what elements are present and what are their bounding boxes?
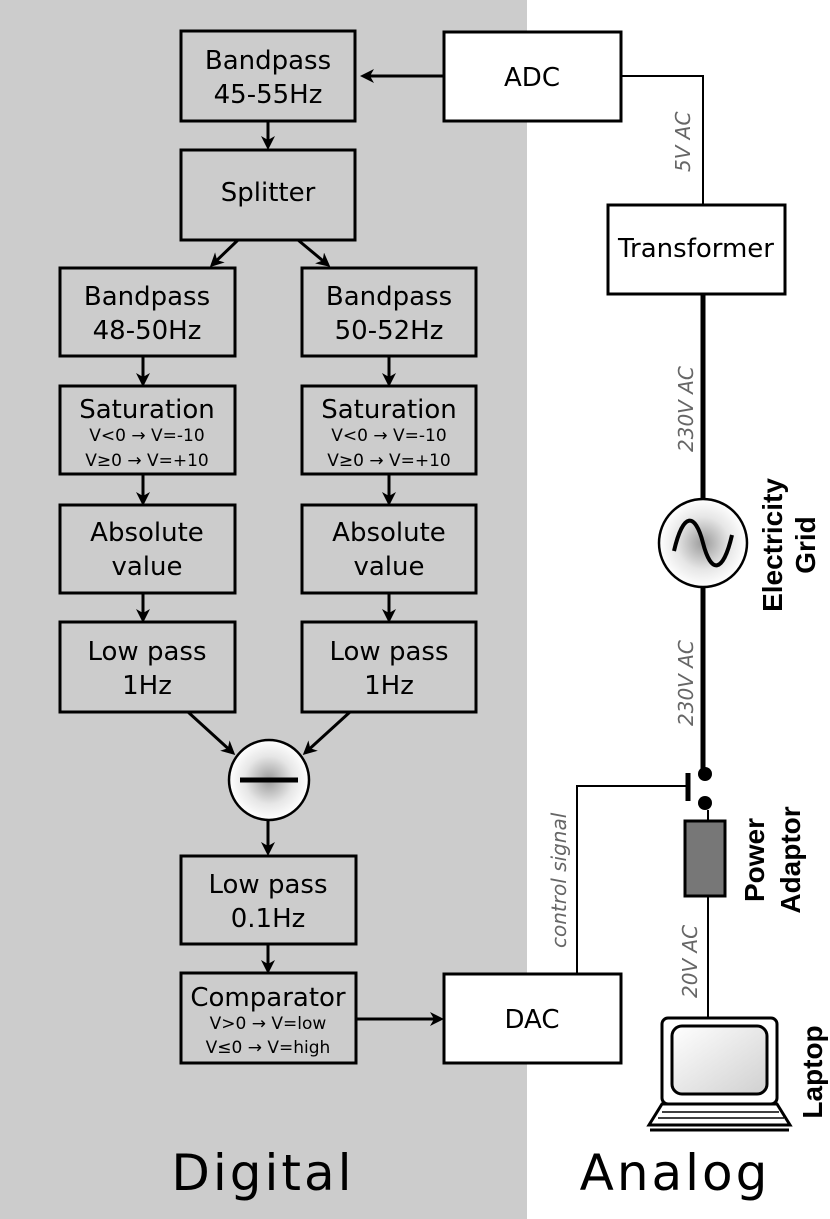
saturation-left-block: Saturation V<0 → V=-10 V≥0 → V=+10: [58, 384, 237, 476]
lowpass-left-line2: 1Hz: [122, 671, 172, 701]
transformer-block: Transformer: [606, 203, 787, 296]
adc-label: ADC: [504, 63, 560, 93]
comparator-rule2: V≤0 → V=high: [206, 1038, 331, 1058]
minus-circle-icon: [227, 738, 311, 822]
digital-arrows: [136, 69, 444, 1026]
saturation-left-title: Saturation: [79, 395, 215, 425]
label-230v-top: 230V AC: [674, 366, 698, 452]
lowpass-right-line2: 1Hz: [364, 671, 414, 701]
label-5v: 5V AC: [671, 112, 695, 172]
bandpass-main-line2: 45-55Hz: [214, 80, 323, 110]
saturation-left-rule1: V<0 → V=-10: [89, 426, 204, 446]
saturation-left-rule2: V≥0 → V=+10: [85, 451, 209, 471]
lowpass-left-line1: Low pass: [88, 637, 207, 667]
label-20v: 20V AC: [678, 925, 702, 998]
section-digital: Digital: [171, 1144, 354, 1202]
lowpass-right-line1: Low pass: [330, 637, 449, 667]
comparator-block: Comparator V>0 → V=low V≤0 → V=high: [179, 971, 358, 1065]
absolute-right-line1: Absolute: [332, 518, 446, 548]
transformer-label: Transformer: [617, 234, 774, 264]
laptop-label: Laptop: [797, 1025, 828, 1118]
comparator-rule1: V>0 → V=low: [210, 1014, 327, 1034]
bandpass-left-block: Bandpass 48-50Hz: [58, 266, 237, 358]
analog-wires: [576, 75, 709, 1018]
absolute-left-line2: value: [111, 552, 182, 582]
splitter-block: Splitter: [179, 148, 357, 242]
adc-block: ADC: [442, 30, 623, 123]
absolute-left-line1: Absolute: [90, 518, 204, 548]
absolute-left-block: Absolute value: [58, 503, 237, 595]
switch-top-terminal: [698, 767, 712, 781]
bandpass-right-line2: 50-52Hz: [335, 316, 444, 346]
bandpass-main-block: Bandpass 45-55Hz: [179, 29, 357, 123]
saturation-right-rule1: V<0 → V=-10: [331, 426, 446, 446]
switch-bottom-terminal: [698, 796, 712, 810]
absolute-right-line2: value: [353, 552, 424, 582]
adaptor-label-line2: Adaptor: [775, 806, 806, 913]
dac-label: DAC: [504, 1005, 559, 1035]
adaptor-label-line1: Power: [739, 818, 770, 902]
grid-label-line2: Grid: [790, 516, 821, 574]
bandpass-left-line2: 48-50Hz: [93, 316, 202, 346]
saturation-right-title: Saturation: [321, 395, 457, 425]
lowpass-final-block: Low pass 0.1Hz: [179, 854, 358, 946]
dac-block: DAC: [442, 972, 623, 1065]
label-control-signal: control signal: [547, 812, 571, 948]
section-analog: Analog: [580, 1144, 771, 1202]
power-adaptor-icon: [683, 819, 727, 898]
laptop-icon: [646, 1016, 793, 1132]
bandpass-right-line1: Bandpass: [326, 282, 452, 312]
label-230v-bottom: 230V AC: [674, 640, 698, 726]
bandpass-main-line1: Bandpass: [205, 46, 331, 76]
lowpass-final-line1: Low pass: [209, 870, 328, 900]
comparator-title: Comparator: [190, 983, 346, 1013]
splitter-label: Splitter: [221, 178, 316, 208]
grid-label-line1: Electricity: [757, 478, 788, 612]
ac-sine-icon: [657, 497, 749, 589]
bandpass-left-line1: Bandpass: [84, 282, 210, 312]
saturation-right-rule2: V≥0 → V=+10: [327, 451, 451, 471]
lowpass-final-line2: 0.1Hz: [231, 904, 306, 934]
switch-terminals: [698, 767, 712, 810]
lowpass-right-block: Low pass 1Hz: [300, 620, 478, 714]
